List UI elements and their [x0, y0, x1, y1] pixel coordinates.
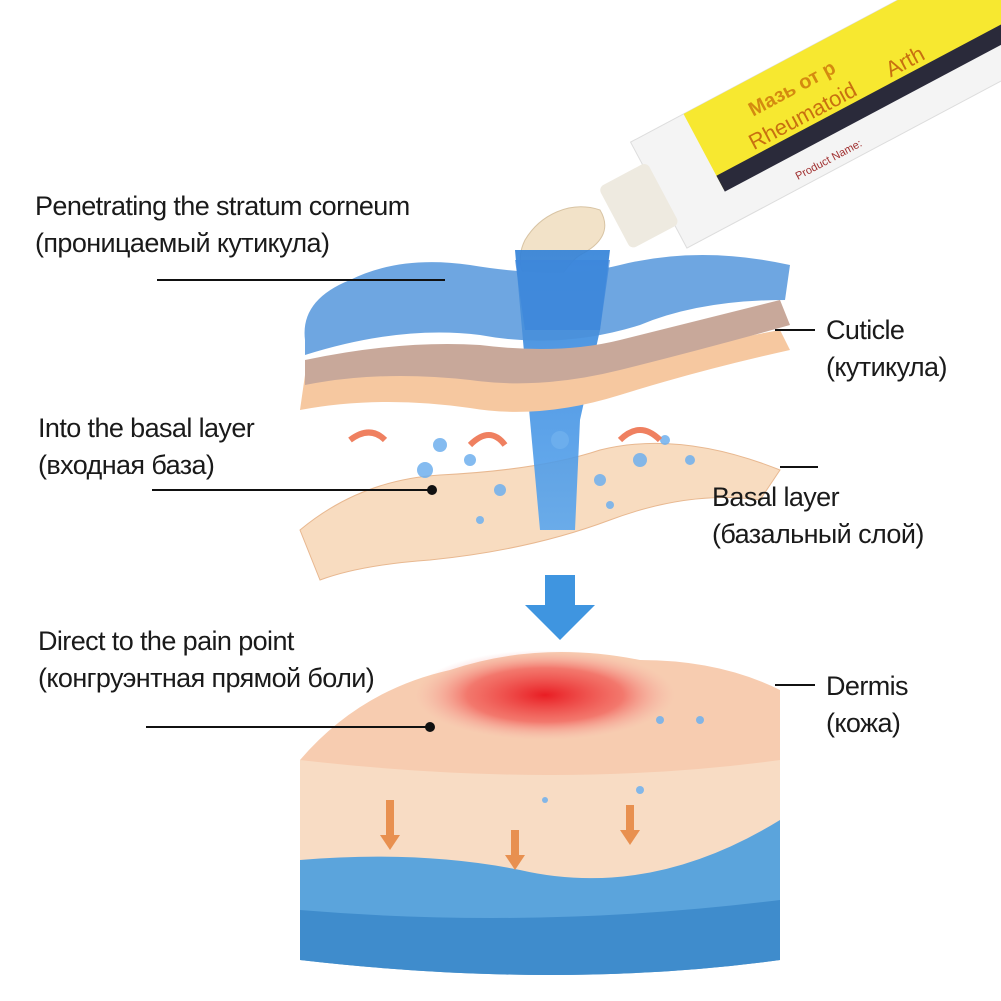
label-pain: Direct to the pain point (конгруэнтная п…: [38, 623, 375, 697]
label-basal-en: Basal layer: [712, 482, 840, 512]
leader-lines: [146, 279, 818, 728]
pointer-dot: [427, 485, 437, 495]
label-dermis-en: Dermis: [826, 671, 909, 701]
down-arrow: [525, 575, 595, 640]
label-pain-ru: (конгруэнтная прямой боли): [38, 663, 375, 693]
label-cuticle-ru: (кутикула): [826, 352, 947, 382]
label-into-basal: Into the basal layer (входная база): [38, 410, 255, 484]
label-stratum: Penetrating the stratum corneum (проница…: [35, 188, 410, 262]
bubbles: [417, 431, 704, 803]
label-stratum-en: Penetrating the stratum corneum: [35, 191, 410, 221]
label-dermis-ru: (кожа): [826, 708, 901, 738]
label-stratum-ru: (проницаемый кутикула): [35, 228, 330, 258]
ointment-tube: Мазь от р Rheumatoid Arth Product Name:: [600, 0, 1001, 249]
label-basal: Basal layer (базальный слой): [712, 479, 924, 553]
circulation-arrows: [348, 427, 663, 448]
label-cuticle: Cuticle (кутикула): [826, 312, 947, 386]
label-pain-en: Direct to the pain point: [38, 626, 294, 656]
label-basal-ru: (базальный слой): [712, 519, 924, 549]
label-into-basal-en: Into the basal layer: [38, 413, 255, 443]
label-dermis: Dermis (кожа): [826, 668, 909, 742]
label-into-basal-ru: (входная база): [38, 450, 215, 480]
label-cuticle-en: Cuticle: [826, 315, 905, 345]
epidermis-layers: [300, 300, 790, 412]
dermis-block: [300, 650, 780, 975]
pointer-dot: [425, 722, 435, 732]
